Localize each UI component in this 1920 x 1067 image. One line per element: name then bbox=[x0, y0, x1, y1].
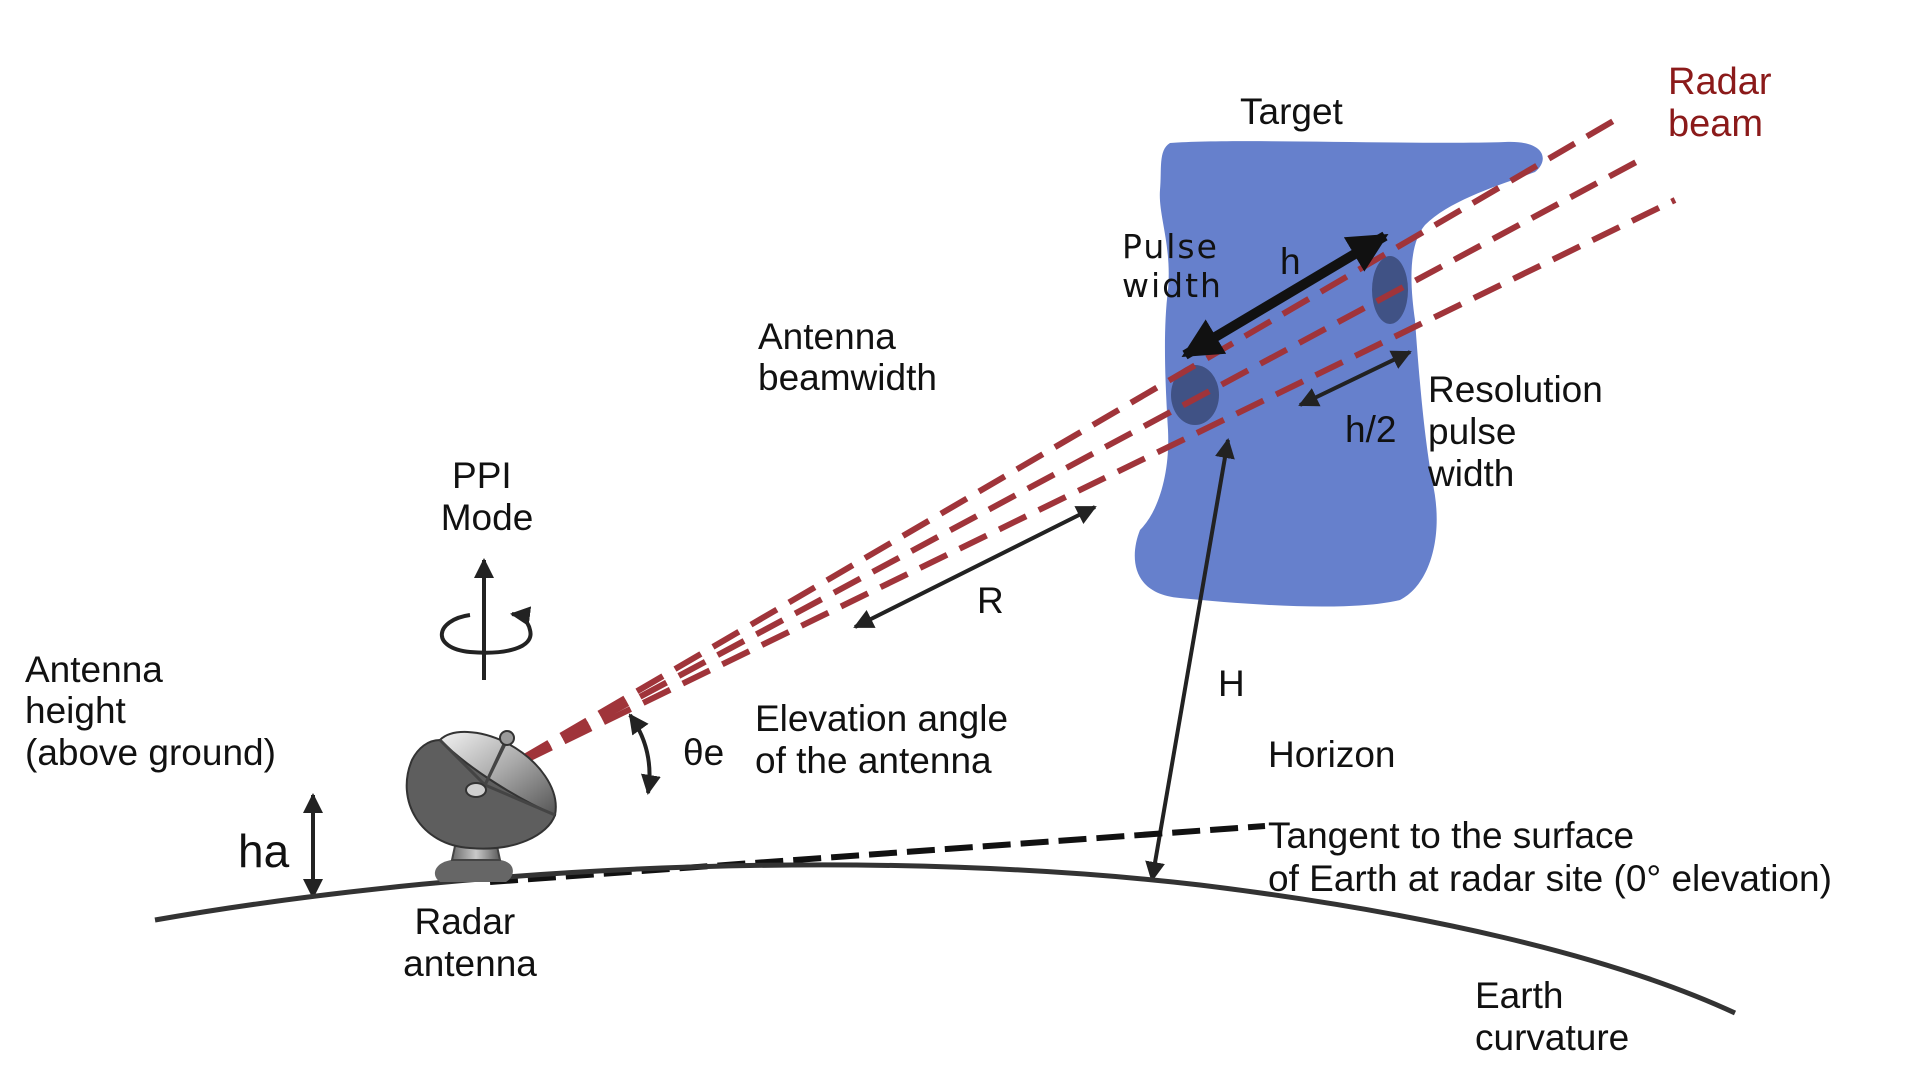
radar-antenna-label: Radar antenna bbox=[403, 901, 537, 984]
tangent-line bbox=[489, 823, 1266, 885]
half-pulse-label: h/2 bbox=[1345, 409, 1396, 450]
radar-dish-icon bbox=[405, 730, 557, 882]
antenna-beamwidth-label: Antenna beamwidth bbox=[758, 316, 937, 398]
beam-lower-line bbox=[483, 197, 1677, 783]
half-pulse-arrow bbox=[1298, 350, 1412, 407]
tangent-label: Tangent to the surface of Earth at radar… bbox=[1268, 815, 1832, 899]
height-label: H bbox=[1218, 663, 1245, 704]
ppi-mode-label: PPI Mode bbox=[441, 455, 534, 538]
pulse-width-label: Pulse width bbox=[1122, 227, 1231, 305]
antenna-height-label: Antenna height (above ground) bbox=[25, 649, 276, 773]
resolution-pulse-width-label: Resolution pulse width bbox=[1427, 369, 1613, 494]
elevation-angle-arrow bbox=[628, 713, 661, 795]
ppi-rotation-icon bbox=[439, 558, 533, 680]
range-label: R bbox=[977, 580, 1004, 621]
pulse-width-arrow bbox=[1181, 231, 1389, 360]
earth-curvature-label: Earth curvature bbox=[1475, 975, 1629, 1058]
elevation-angle-label: Elevation angle of the antenna bbox=[755, 698, 1018, 781]
theta-e-label: θe bbox=[683, 732, 724, 773]
target-label: Target bbox=[1240, 91, 1344, 132]
pulse-h-label: h bbox=[1280, 241, 1301, 282]
radar-beam-label: Radar beam bbox=[1668, 61, 1782, 145]
ha-label: ha bbox=[238, 825, 290, 877]
height-arrow bbox=[1145, 438, 1235, 882]
range-arrow bbox=[853, 505, 1097, 629]
pulse-volume-near bbox=[1171, 365, 1219, 425]
horizon-label: Horizon bbox=[1268, 734, 1396, 775]
